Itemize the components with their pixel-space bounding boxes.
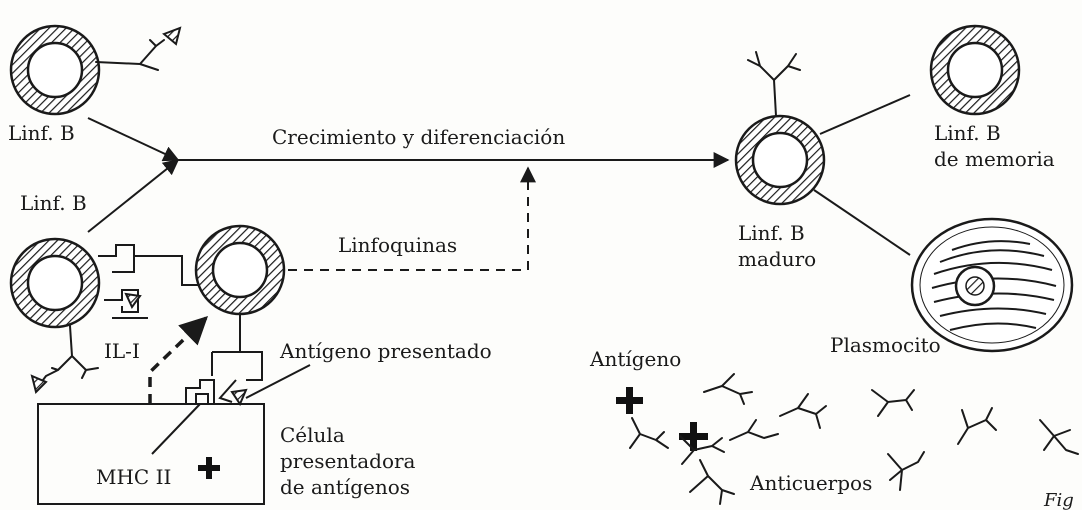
presented-antigen <box>230 388 248 407</box>
b-lymphocyte-memory <box>929 24 1021 116</box>
b-lymphocyte-mature <box>734 114 826 206</box>
label-mature-line2: maduro <box>738 247 816 271</box>
antigen-cross-1 <box>616 387 643 414</box>
label-mhc-ii: MHC II <box>96 465 171 489</box>
antibody-cluster <box>629 373 1079 505</box>
t-cell-receptor <box>211 314 263 381</box>
antibody-5 <box>729 419 779 441</box>
label-memory-line1: Linf. B <box>934 121 1001 145</box>
label-il1: IL-I <box>104 339 140 363</box>
t-helper-cell <box>194 224 286 316</box>
link-to-plasma-cell <box>813 189 911 256</box>
il1-arrow <box>148 316 209 404</box>
antibody-4 <box>703 373 753 405</box>
label-growth-differentiation: Crecimiento y diferenciación <box>272 125 565 149</box>
antibody-2 <box>679 435 725 465</box>
antibody-on-top-cell <box>95 26 182 71</box>
antibody-7 <box>871 389 915 417</box>
antigen-cross-apc <box>198 457 220 479</box>
label-antigen: Antígeno <box>589 347 681 371</box>
arrow-bottom-to-junction <box>87 159 180 233</box>
label-plasma-cell: Plasmocito <box>830 333 941 357</box>
b-lymphocyte-left <box>9 237 101 329</box>
receptor-link <box>98 244 206 286</box>
antibody-3 <box>689 459 735 505</box>
antibody-6 <box>779 393 827 429</box>
label-antibodies: Anticuerpos <box>749 471 872 495</box>
label-lymphokines: Linfoquinas <box>338 233 457 257</box>
leader-antigen-presented <box>245 364 311 399</box>
arrow-top-to-junction <box>87 117 180 162</box>
label-mature-line1: Linf. B <box>738 221 805 245</box>
antigen-cross-2 <box>679 422 708 451</box>
label-linf-b-left: Linf. B <box>20 191 87 215</box>
antibody-9 <box>887 451 925 491</box>
label-antigen-presented: Antígeno presentado <box>279 339 492 363</box>
endoplasmic-reticulum <box>931 240 1057 331</box>
antibody-below-left-cell <box>30 325 99 394</box>
leader-mhc-ii <box>151 403 201 455</box>
link-to-memory-cell <box>819 94 911 135</box>
label-fig: Fig <box>1043 490 1074 510</box>
antibody-10 <box>1039 419 1079 455</box>
label-cell-line3: de antígenos <box>280 475 410 499</box>
b-lymphocyte-top <box>9 24 101 116</box>
lymphokine-arrow <box>288 166 536 271</box>
antigen-presenting-cell <box>37 403 265 505</box>
label-memory-line2: de memoria <box>934 147 1055 171</box>
t-cell-receptor-fork <box>218 379 237 403</box>
antibody-8 <box>957 407 997 445</box>
label-linf-b-top: Linf. B <box>8 121 75 145</box>
antigen-receptor-left <box>104 289 148 319</box>
plasma-cell <box>910 217 1074 353</box>
antibody-on-mature-cell <box>747 51 801 117</box>
label-cell-line1: Célula <box>280 423 345 447</box>
antibody-1 <box>629 417 669 449</box>
mhc-ii-molecule <box>185 379 215 404</box>
label-cell-line2: presentadora <box>280 449 416 473</box>
